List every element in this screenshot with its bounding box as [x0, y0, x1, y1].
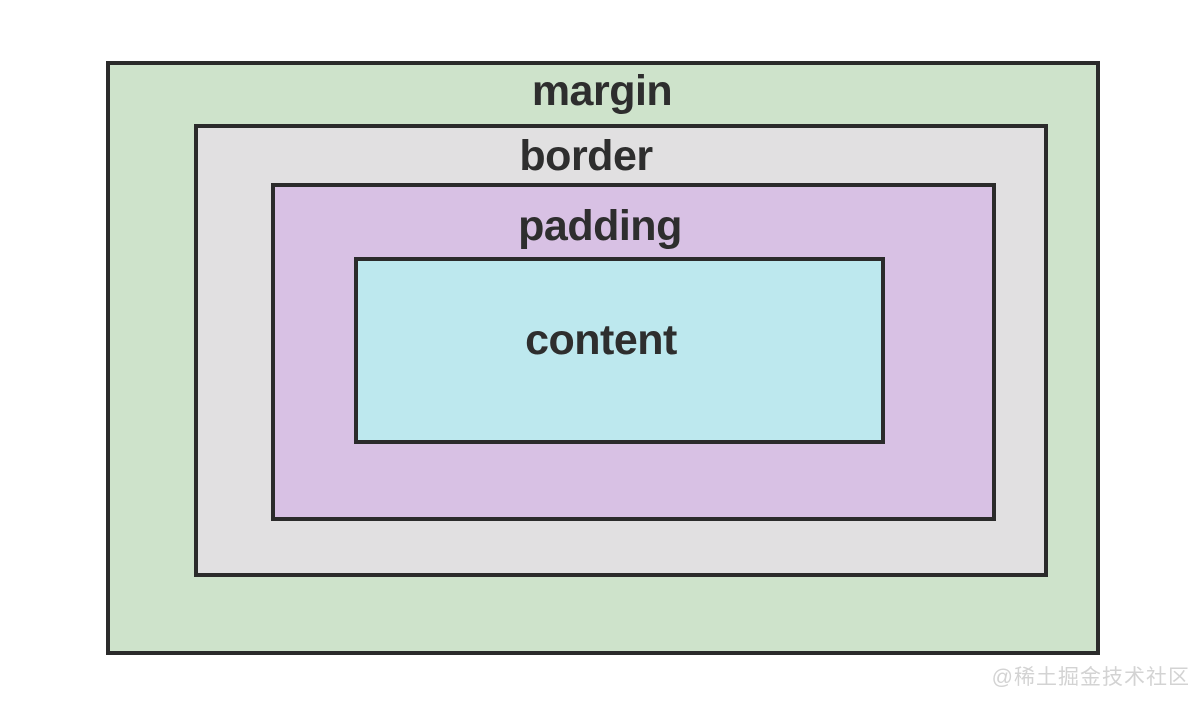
watermark: @稀土掘金技术社区: [991, 666, 1190, 689]
content-box: [354, 257, 885, 444]
